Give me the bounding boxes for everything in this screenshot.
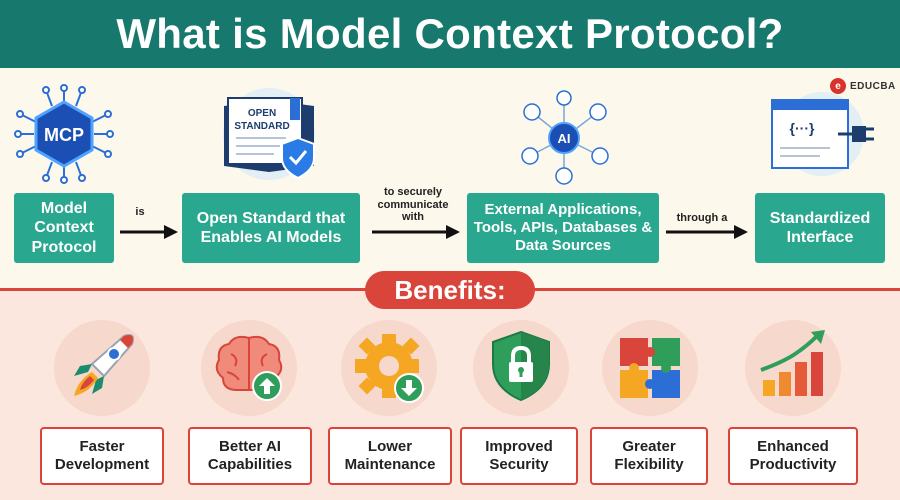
benefit-label-improved-security: Improved Security [460,427,578,485]
flow-box-external-applications: External Applications, Tools, APIs, Data… [467,193,659,263]
arrow-through [666,225,748,239]
interface-plug-icon: {···} [771,92,874,176]
mcp-badge-text: MCP [44,125,84,145]
flow-box-open-standard: Open Standard that Enables AI Models [182,193,360,263]
open-standard-book-icon: OPEN STANDARD [223,88,315,180]
benefit-label-lower-maintenance: Lower Maintenance [328,427,452,485]
page-title: What is Model Context Protocol? [116,10,784,57]
gear-down-icon [355,334,424,403]
code-glyph-text: {···} [790,120,815,136]
arrow-communicate [372,225,460,239]
connector-label-is: is [135,206,145,218]
mcp-circuit-icon: MCP [14,84,114,184]
educba-logo-text: EDUCBA [850,80,896,92]
flow-box-standardized-interface: Standardized Interface [755,193,885,263]
educba-logo: e EDUCBA [830,78,896,94]
connector-label-communicate: to securely communicate with [377,186,449,224]
ai-hub-icon: AI [521,90,609,185]
brain-up-icon [215,335,283,401]
benefit-label-faster-development: Faster Development [40,427,164,485]
benefit-label-greater-flexibility: Greater Flexibility [590,427,708,485]
arrow-is [120,225,178,239]
rocket-icon [74,334,134,396]
growth-chart-icon [760,330,825,396]
puzzle-icon [620,338,680,398]
benefit-label-enhanced-productivity: Enhanced Productivity [728,427,858,485]
svg-text:OPEN: OPEN [248,108,276,119]
connector-label-through: through a [676,212,728,224]
educba-logo-icon: e [830,78,846,94]
flow-box-model-context-protocol: Model Context Protocol [14,193,114,263]
benefits-heading: Benefits: [365,271,535,309]
title-bar: What is Model Context Protocol? [0,0,900,68]
benefit-circle-5 [602,320,698,416]
shield-lock-icon [492,330,550,402]
svg-text:STANDARD: STANDARD [234,121,289,132]
benefit-label-better-ai: Better AI Capabilities [188,427,312,485]
ai-badge-text: AI [558,131,571,146]
